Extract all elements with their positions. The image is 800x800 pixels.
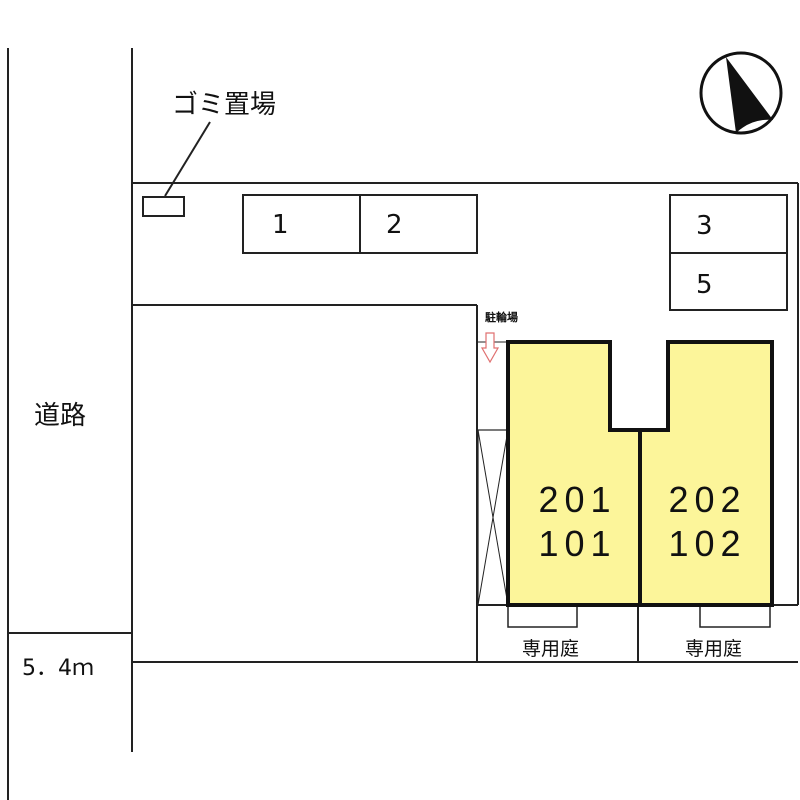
parking-space-2: 2 <box>386 210 403 240</box>
road-width-label: 5．4ｍ <box>22 656 94 681</box>
private-garden-label-1: 専用庭 <box>522 638 580 660</box>
entrance-step-2 <box>699 604 771 628</box>
parking-space-1: 1 <box>272 210 289 240</box>
unit-202: 202 <box>668 479 747 520</box>
road-label: 道路 <box>34 401 87 431</box>
unit-label-201-101: 201 101 <box>520 478 635 566</box>
trash-area-label: ゴミ置場 <box>172 90 277 120</box>
entrance-step-1 <box>507 604 578 628</box>
trash-leader-line <box>164 121 211 197</box>
parking-space-3: 3 <box>696 211 713 241</box>
unit-201: 201 <box>538 479 617 520</box>
private-garden-label-2: 専用庭 <box>685 638 743 660</box>
north-arrow-icon <box>699 51 783 135</box>
bicycle-arrow-icon <box>480 332 500 364</box>
bicycle-parking-label: 駐輪場 <box>485 311 518 324</box>
parking-space-5: 5 <box>696 270 713 300</box>
unit-101: 101 <box>538 523 617 564</box>
unit-label-202-102: 202 102 <box>650 478 765 566</box>
building-unit-202-102 <box>638 340 774 607</box>
trash-area-box <box>142 196 185 217</box>
unit-102: 102 <box>668 523 747 564</box>
